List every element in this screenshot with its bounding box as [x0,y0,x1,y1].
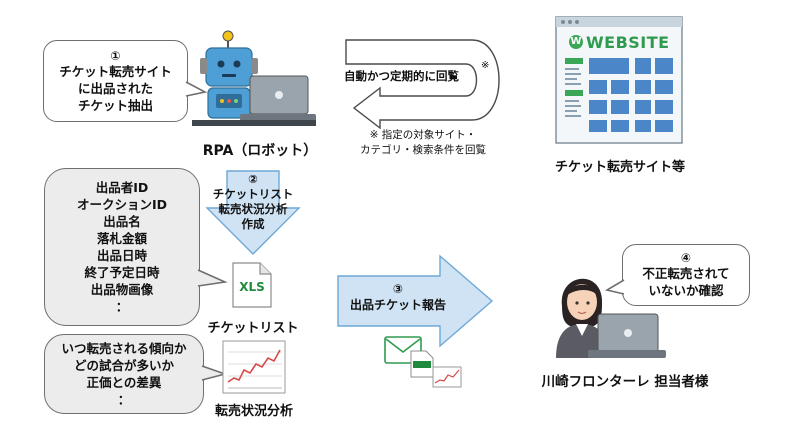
analysis-chart-icon [222,340,286,394]
step2-down-arrow [205,170,301,255]
step4-number: ④ [680,251,692,265]
target-note: ※ 指定の対象サイト・ カテゴリ・検索条件を回覧 [348,128,498,158]
xls-file-icon [232,262,272,308]
step1-line-2: に出品された [77,80,153,96]
target-note-line-2: カテゴリ・検索条件を回覧 [360,144,486,156]
step4-bubble-tail [604,279,627,295]
website-logo-text: WEBSITE [586,33,670,52]
items-list-line-7: 出品物画像 [90,282,154,297]
ticket-list-label: チケットリスト [207,321,299,336]
analysis-list-line-2: どの試合が多いか [73,358,174,373]
small-chart-icon [432,366,462,388]
step1-bubble: ① チケット転売サイト に出品された チケット抽出 [43,40,188,122]
step1-bubble-tail [183,81,208,97]
items-list-line-4: 落札金額 [96,231,147,246]
items-list-line-6: 終了予定日時 [84,265,160,280]
analysis-list-bubble: いつ転売される傾向か どの試合が多いか 正価との差異 ： [44,334,204,414]
staff-label: 川崎フロンターレ 担当者様 [541,374,709,390]
target-note-line-1: ※ 指定の対象サイト・ [369,129,477,141]
items-list-line-5: 出品日時 [96,248,147,263]
items-list-line-3: 出品名 [103,214,141,229]
step1-line-3: チケット抽出 [77,97,153,113]
cycle-mark: ※ [481,60,490,71]
step3-text: ③ 出品チケット報告 [340,281,456,313]
analysis-list-line-3: 正価との差異 [86,375,162,390]
items-list-line-8: ： [115,299,129,314]
step1-number: ① [110,48,121,63]
step2-number: ② [248,172,258,186]
step1-line-1: チケット転売サイト [59,63,172,79]
analysis-label: 転売状況分析 [214,404,293,419]
step4-line-1: 不正転売されて [642,266,730,281]
small-xls-icon [410,350,434,378]
step4-bubble: ④ 不正転売されて いないか確認 [622,244,750,306]
step3-number: ③ [392,282,404,296]
step2-line-1: チケットリスト [212,187,294,201]
analysis-list-line-1: いつ転売される傾向か [61,341,187,356]
items-list-line-1: 出品者ID [95,180,149,195]
robot-illustration [192,30,316,126]
cycle-arrow [345,39,500,130]
step3-right-arrow [337,254,494,348]
step2-text: ② チケットリスト 転売状況分析 作成 [205,172,301,232]
step4-line-2: いないか確認 [648,283,724,298]
website-logo-badge: W [569,35,583,49]
website-logo-letter: W [570,36,582,47]
analysis-list-line-4: ： [117,392,131,407]
step3-label: 出品チケット報告 [349,298,446,312]
website-label: チケット転売サイト等 [554,160,685,175]
step2-line-3: 作成 [241,217,265,231]
items-list-bubble-tail [195,269,228,287]
staff-illustration [556,278,666,358]
cycle-text: 自動かつ定期的に回覧 [344,69,459,83]
items-list-bubble: 出品者ID オークションID 出品名 落札金額 出品日時 終了予定日時 出品物画… [44,168,200,326]
rpa-label: RPA（ロボット） [202,143,318,159]
xls-icon-text: XLS [239,280,265,294]
items-list-line-2: オークションID [76,197,168,212]
step2-line-2: 転売状況分析 [218,202,288,216]
